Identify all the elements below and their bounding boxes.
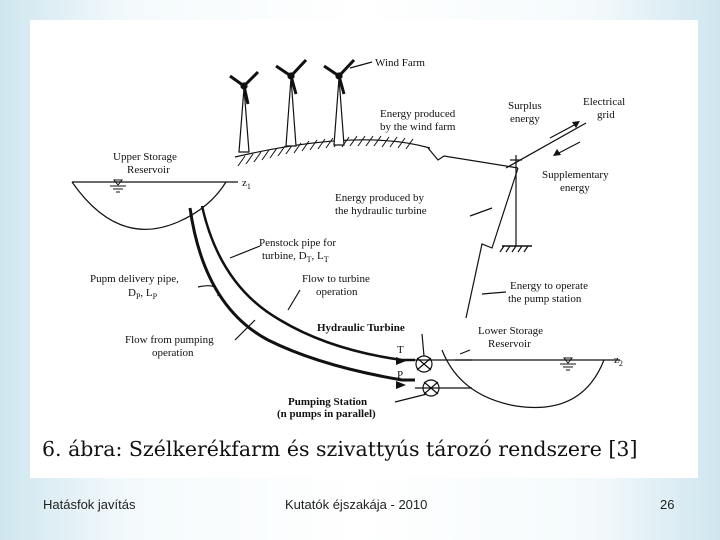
pump-energy-arrow [481,291,507,295]
grid-label-2: grid [597,109,615,121]
upper-reservoir [71,181,227,230]
hydro-energy-label-1: Energy produced by [335,192,424,204]
water-level-symbol-1 [110,179,126,193]
supplementary-label-2: energy [560,182,590,194]
lower-reservoir-pointer [459,349,471,355]
z1-label: z1 [242,177,251,191]
hydraulic-turbine-symbol [415,355,433,373]
flow-turbine-label-1: Flow to turbine [302,273,370,285]
penstock-label-2: turbine, DT, LT [262,250,329,264]
hydro-pointer [469,207,493,217]
pumping-station-label-2: (n pumps in parallel) [277,408,376,420]
wind-farm-ground [234,139,431,158]
energy-wind-label-1: Energy produced [380,108,456,120]
hydro-energy-label-2: the hydraulic turbine [335,205,427,217]
z2-label: z2 [614,354,623,368]
penstock-label-1: Penstock pipe for [259,237,336,249]
lower-reservoir-label-2: Reservoir [488,338,531,350]
surplus-label-2: energy [510,113,540,125]
delivery-pipe-label-2: DP, LP [128,287,158,301]
pump-symbol [422,379,440,397]
pumping-station-pointer [394,393,428,403]
supplementary-label-1: Supplementary [542,169,609,181]
turbine-valve-label: T [397,344,404,356]
pump-delivery-pipe [188,207,415,382]
wind-turbine-2 [275,58,308,147]
lower-reservoir [441,349,605,409]
grid-label-1: Electrical [583,96,625,108]
turbine-valve [396,357,406,365]
flow-turbine-label-2: operation [316,286,358,298]
pump-energy-label-1: Energy to operate [510,280,588,292]
energy-wind-label-2: by the wind farm [380,121,456,133]
wind-energy-line [427,147,519,169]
pumped-storage-diagram: Wind Farm Energy produced by the wind fa… [71,57,625,420]
flow-pump-label-2: operation [152,347,194,359]
footer-center: Kutatók éjszakája - 2010 [285,497,428,512]
figure-caption: 6. ábra: Szélkerékfarm és szivattyús tár… [42,437,638,461]
pumping-station-label-1: Pumping Station [288,396,367,408]
delivery-pipe-label-1: Pupm delivery pipe, [90,273,179,285]
upper-reservoir-label-2: Reservoir [127,164,170,176]
figure-panel: Wind Farm Energy produced by the wind fa… [30,20,698,478]
penstock-pointer [229,245,261,259]
wind-farm-pointer [349,61,373,69]
water-level-symbol-2 [560,357,576,371]
lower-reservoir-label-1: Lower Storage [478,325,543,337]
wind-farm-label: Wind Farm [375,57,425,69]
flow-pump-arrow [234,319,256,341]
surplus-arrow [549,122,579,139]
transmission-tower [499,155,532,253]
wind-turbine-3 [323,58,356,146]
pump-valve [396,381,406,389]
penstock-pipe [200,205,415,362]
flow-pump-label-1: Flow from pumping [125,334,214,346]
hydraulic-turbine-pointer [421,333,425,357]
footer-left: Hatásfok javítás [43,497,136,512]
pump-valve-label: P [397,369,403,381]
delivery-pointer [197,285,219,297]
page-number: 26 [660,497,675,512]
turbine-energy-line [465,167,519,319]
surplus-label-1: Surplus [508,100,542,112]
pump-energy-label-2: the pump station [508,293,582,305]
wind-turbine-1 [229,70,260,153]
upper-reservoir-label-1: Upper Storage [113,151,177,163]
hydraulic-turbine-label: Hydraulic Turbine [317,322,405,334]
flow-turbine-arrow [287,289,301,311]
